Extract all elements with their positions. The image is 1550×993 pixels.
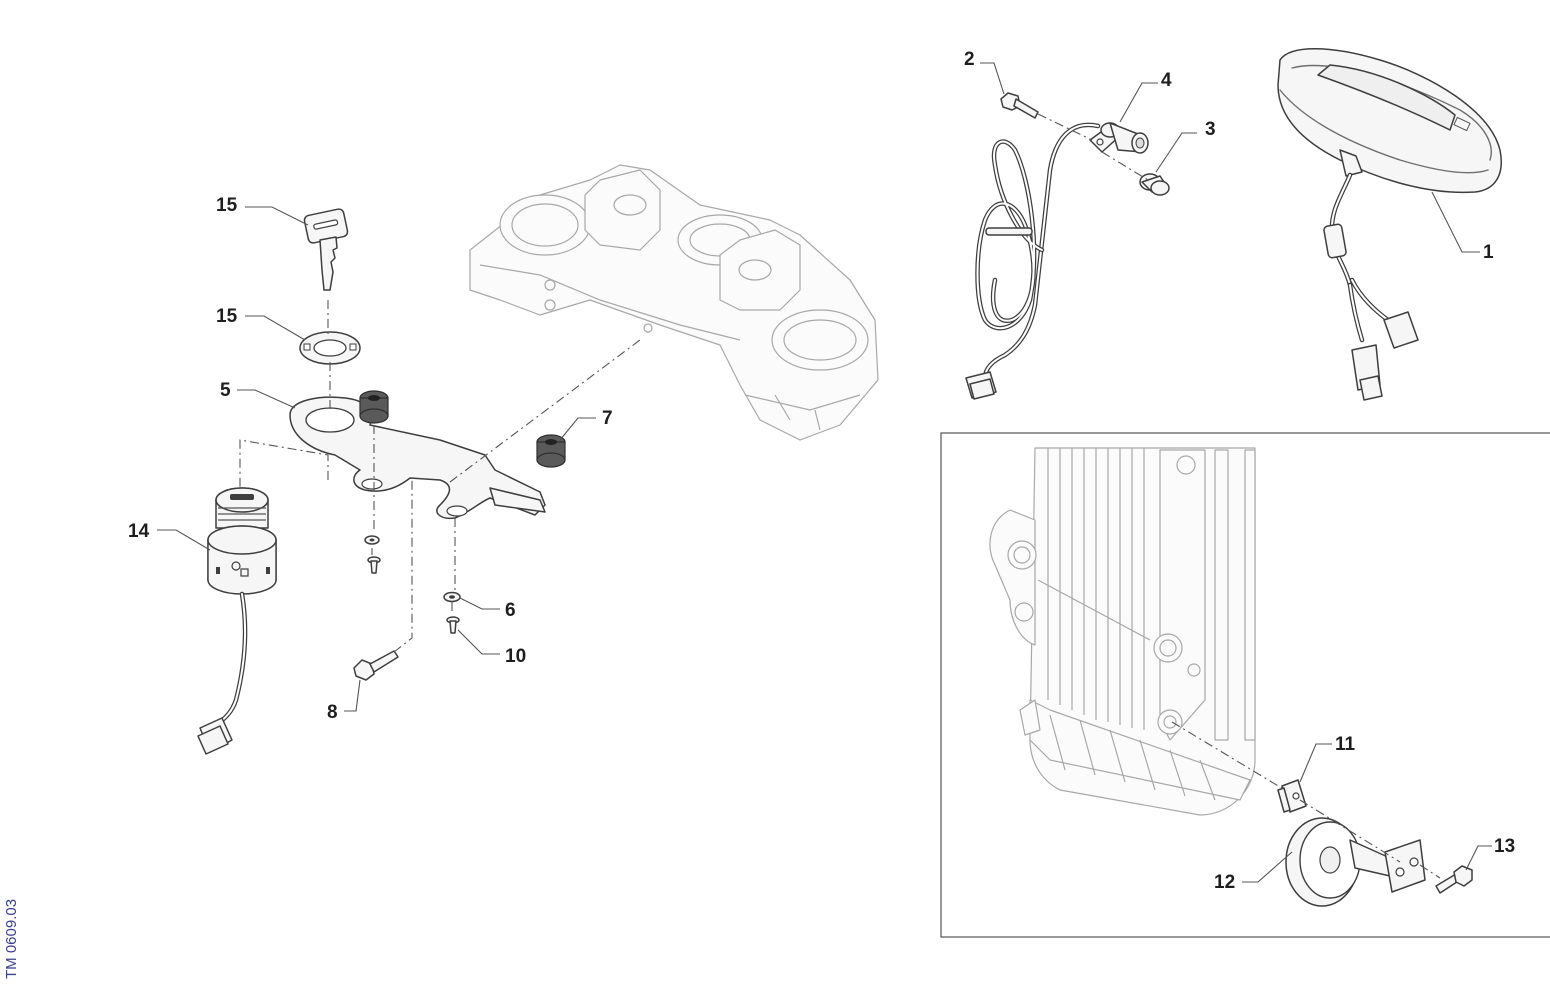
spacer-3 — [1139, 173, 1170, 196]
retaining-ring — [299, 331, 361, 365]
rubber-grommet-left — [359, 390, 389, 424]
leader-lines-left — [157, 206, 596, 712]
callout-6: 6 — [505, 600, 516, 621]
drawing-reference-code: TM 0609.03 — [3, 899, 20, 979]
ignition-key — [303, 208, 349, 291]
speed-sensor-cable — [965, 122, 1101, 400]
callout-3: 3 — [1205, 119, 1216, 140]
screw-10 — [446, 616, 460, 634]
horn — [1285, 817, 1426, 907]
callout-1: 1 — [1483, 242, 1494, 263]
small-screw-left — [367, 556, 381, 574]
steering-yoke-outline — [469, 164, 879, 441]
bolt-8 — [353, 650, 399, 681]
assembly-lines-horn — [1171, 721, 1441, 879]
callout-14-switch: 14 — [128, 521, 150, 542]
callout-12: 12 — [1214, 872, 1235, 893]
assembly-lines-left — [239, 300, 641, 653]
callout-8: 8 — [327, 702, 338, 723]
instrument-cluster — [1277, 48, 1502, 194]
small-washer-left — [364, 535, 380, 545]
callout-14-key: 15 — [216, 195, 238, 216]
leader-lines-inset — [1242, 743, 1492, 883]
radiator-outline — [989, 447, 1256, 816]
callout-11: 11 — [1335, 734, 1356, 755]
ignition-switch — [207, 487, 277, 595]
horn-clip — [1277, 779, 1307, 813]
speed-sensor — [1089, 122, 1149, 154]
callout-15: 15 — [216, 306, 238, 327]
washer-6 — [443, 591, 461, 603]
callout-5: 5 — [220, 380, 231, 401]
assembly-lines-sensor — [1037, 113, 1149, 181]
detail-inset-frame — [940, 432, 1550, 938]
callout-2: 2 — [964, 49, 975, 70]
instrument-cluster-harness — [1323, 149, 1419, 401]
bolt-2 — [1000, 92, 1039, 119]
rubber-grommet-right — [536, 434, 566, 468]
bolt-13 — [1435, 865, 1473, 894]
ignition-switch-cable — [197, 591, 248, 755]
callout-4: 4 — [1161, 70, 1172, 91]
callout-10: 10 — [505, 646, 526, 667]
callout-7: 7 — [602, 408, 613, 429]
callout-13: 13 — [1494, 836, 1515, 857]
leader-lines-right-top — [980, 62, 1480, 253]
